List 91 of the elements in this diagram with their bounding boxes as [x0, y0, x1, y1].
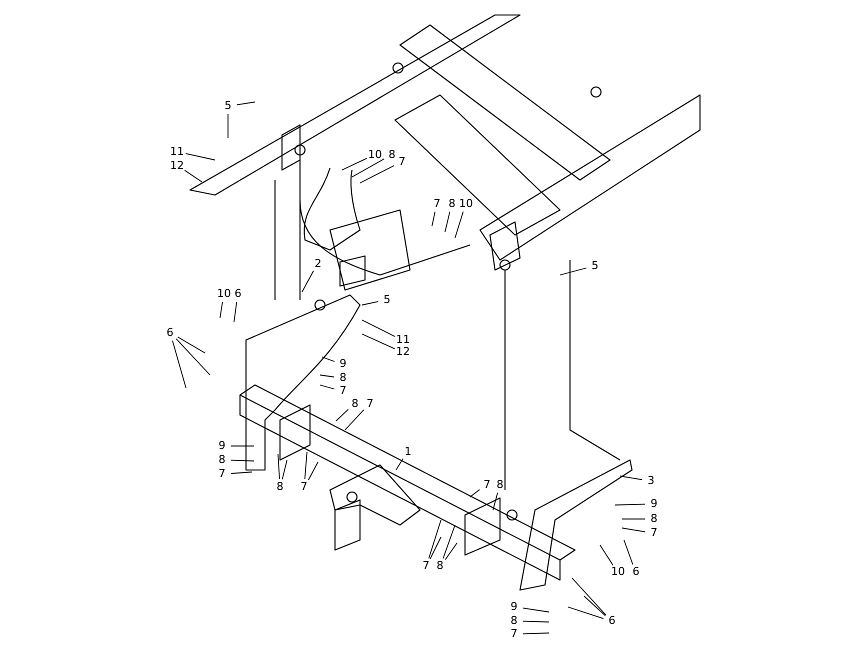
callout-number: 8: [276, 481, 284, 493]
callout-number: 10: [216, 288, 232, 300]
callout-number: 8: [388, 149, 396, 161]
leader-line: [304, 452, 308, 480]
callout-number: 7: [218, 468, 226, 480]
callout-number: 6: [632, 566, 640, 578]
leader-line: [184, 170, 202, 182]
callout-number: 8: [350, 398, 360, 410]
leader-line: [230, 472, 252, 474]
leader-line: [220, 301, 223, 318]
callout-number: 8: [218, 454, 226, 466]
callout-number: 7: [650, 527, 658, 539]
callout-number: 7: [422, 560, 430, 572]
leader-line: [396, 458, 404, 470]
callout-number: 10: [610, 566, 626, 578]
leader-line: [572, 578, 606, 616]
leader-line: [320, 374, 335, 378]
callout-number: 8: [448, 198, 456, 210]
callout-number: 7: [482, 479, 492, 491]
leader-line: [322, 356, 335, 362]
leader-line: [230, 460, 254, 462]
callout-number: 5: [224, 100, 232, 112]
callout-number: 12: [395, 346, 411, 358]
leader-line: [336, 408, 349, 422]
leader-line: [470, 489, 480, 498]
callout-number: 7: [432, 198, 442, 210]
leader-line: [584, 596, 606, 616]
callout-number: 1: [404, 446, 412, 458]
leader-line: [444, 542, 458, 560]
leader-line: [177, 336, 206, 354]
leader-line: [352, 158, 385, 178]
callout-number: 7: [338, 385, 348, 397]
leader-line: [362, 334, 396, 350]
callout-number: 8: [510, 615, 518, 627]
leader-line: [568, 606, 604, 620]
callout-number: 7: [510, 628, 518, 640]
leader-line: [600, 544, 614, 566]
leader-line: [302, 270, 314, 292]
leader-line: [560, 268, 587, 276]
callout-number: 9: [218, 440, 226, 452]
leader-line: [278, 454, 280, 480]
leader-line: [360, 165, 394, 184]
callout-number: 11: [169, 146, 185, 158]
callout-number: 11: [395, 334, 411, 346]
leader-line: [492, 492, 498, 510]
callout-number: 7: [300, 481, 308, 493]
leader-line: [344, 409, 364, 430]
callout-number: 10: [367, 149, 383, 161]
callout-number: 7: [398, 156, 406, 168]
leader-line: [308, 462, 318, 480]
callout-number: 6: [166, 327, 174, 339]
leader-line: [624, 540, 634, 565]
callout-number: 10: [458, 198, 474, 210]
leader-line: [236, 102, 256, 106]
callout-number: 9: [338, 358, 348, 370]
leader-line: [362, 320, 396, 337]
callout-number: 12: [169, 160, 185, 172]
callout-number: 6: [608, 615, 616, 627]
leader-line: [342, 158, 368, 170]
leader-line: [444, 211, 450, 232]
leader-line: [442, 524, 456, 559]
callout-number: 8: [338, 372, 348, 384]
leader-line: [172, 340, 186, 388]
callout-number: 5: [590, 260, 600, 272]
leader-line: [282, 460, 288, 480]
leader-line: [614, 504, 646, 506]
callout-number: 6: [234, 288, 242, 300]
callout-number: 9: [510, 601, 518, 613]
callout-number: 8: [436, 560, 444, 572]
callout-number: 2: [314, 258, 322, 270]
callout-number: 3: [646, 475, 656, 487]
callout-number: 9: [650, 498, 658, 510]
leader-line: [432, 211, 436, 226]
leader-line: [522, 632, 550, 634]
callout-number: 8: [650, 513, 658, 525]
leader-line: [320, 384, 335, 390]
leader-line: [430, 536, 442, 560]
leader-line: [362, 301, 379, 306]
leader-line: [176, 338, 210, 376]
leader-line: [522, 608, 550, 612]
leader-line: [522, 620, 550, 622]
leader-line: [622, 528, 646, 532]
leader-line: [185, 153, 216, 160]
leader-line: [234, 301, 238, 322]
leader-line: [622, 518, 646, 520]
callout-number: 5: [382, 294, 392, 306]
leader-line: [454, 211, 464, 238]
leader-line: [428, 520, 442, 559]
callout-number: 8: [496, 479, 504, 491]
leader-line: [620, 476, 643, 480]
callout-number: 7: [366, 398, 374, 410]
